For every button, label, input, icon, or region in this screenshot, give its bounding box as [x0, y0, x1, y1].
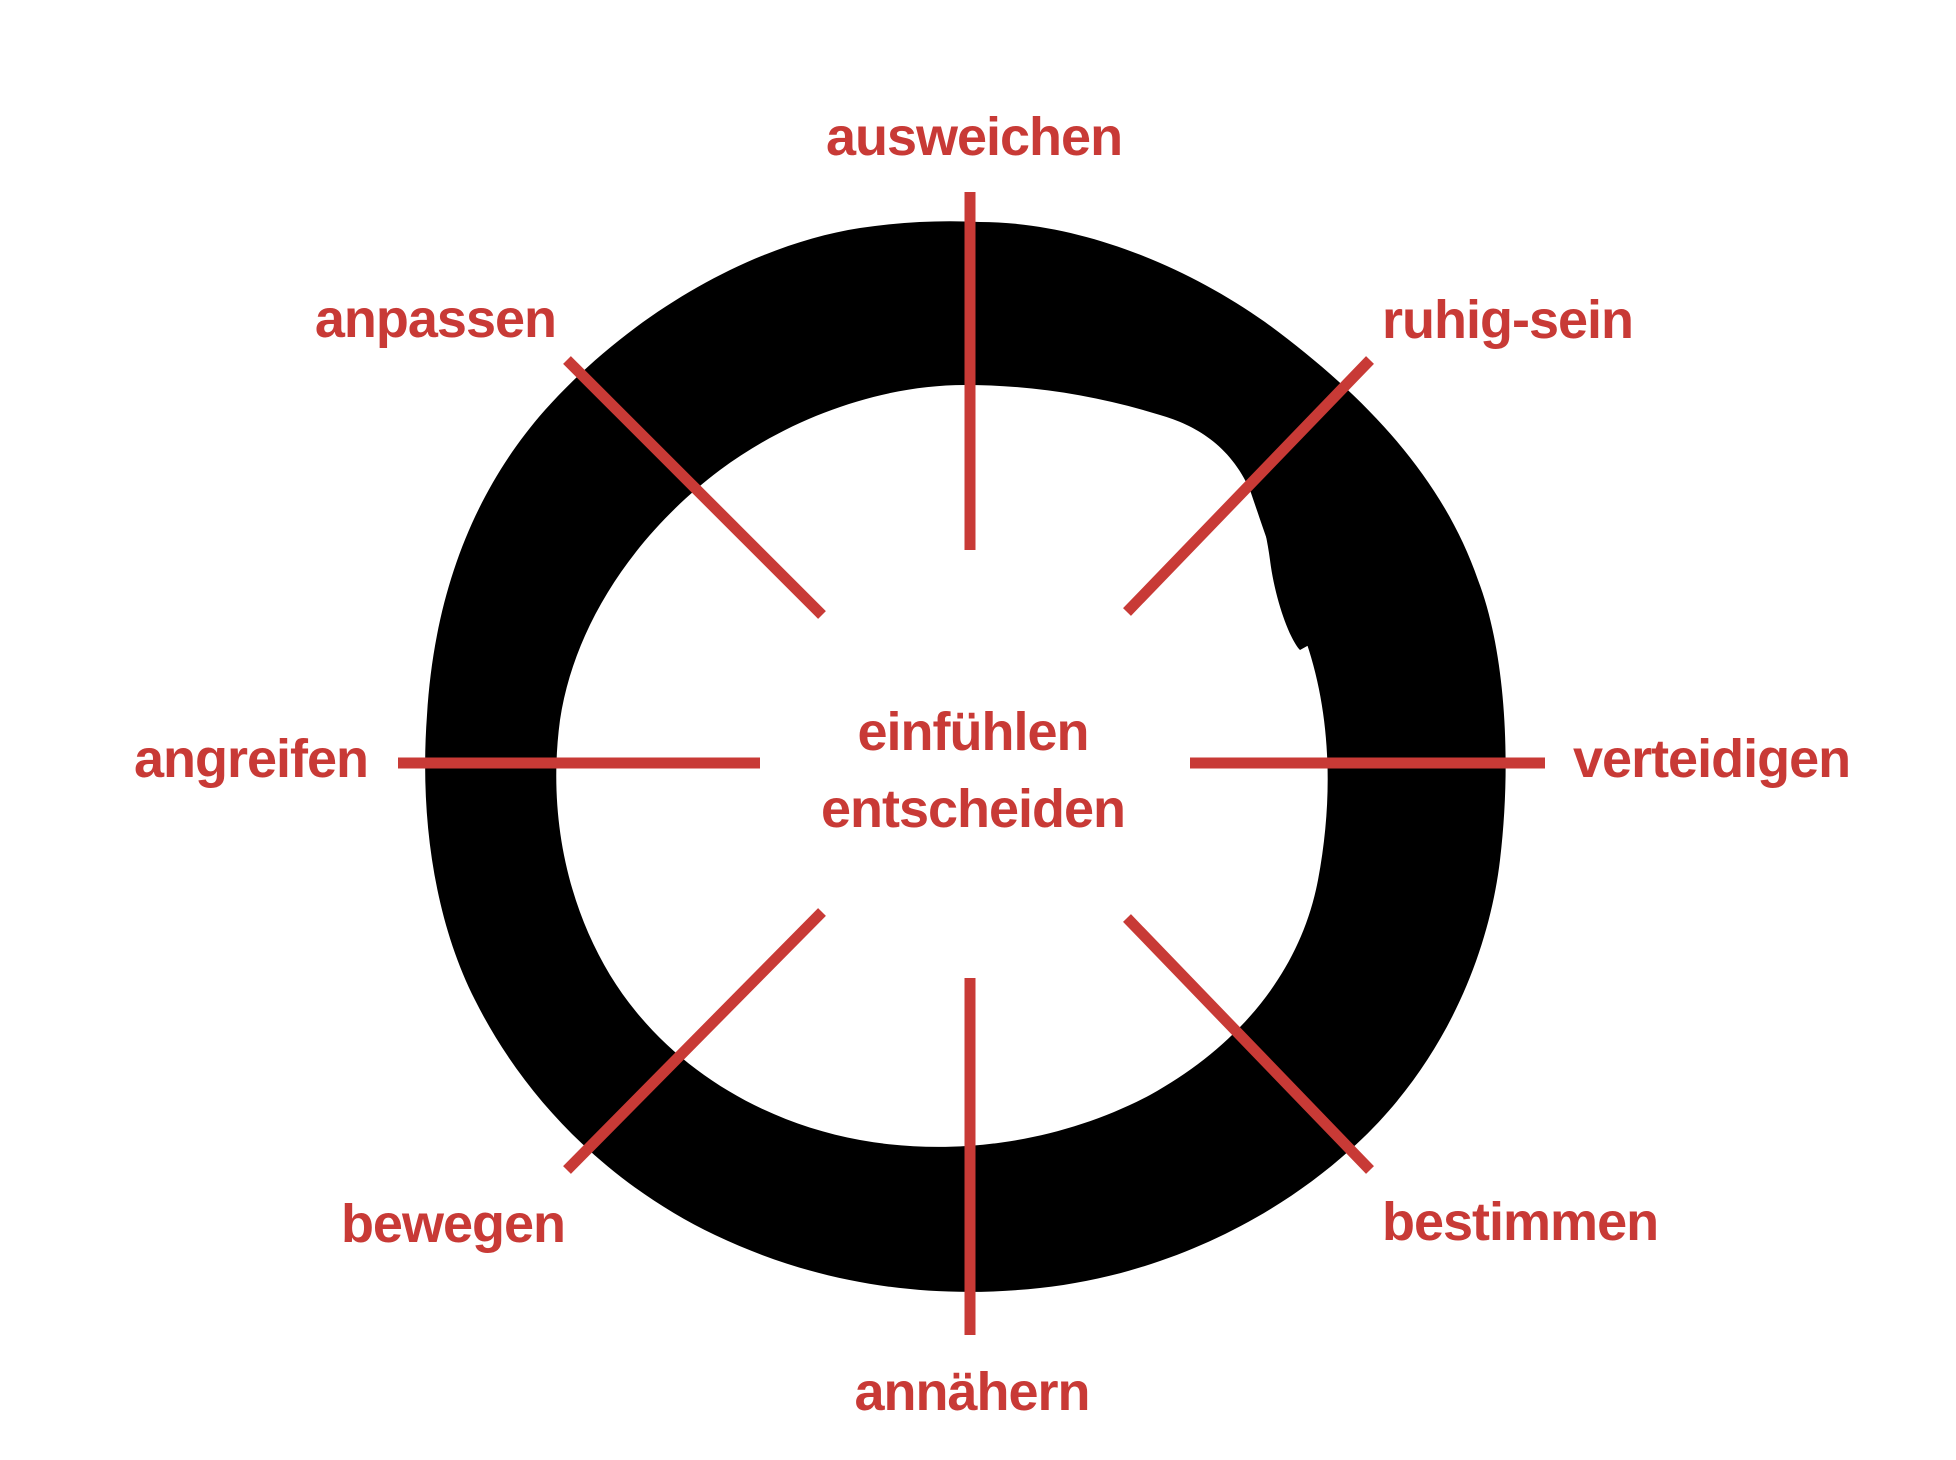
label-anpassen: anpassen: [315, 289, 556, 349]
spoke-line-top-left: [563, 356, 826, 619]
label-ruhig-sein: ruhig-sein: [1382, 290, 1633, 350]
label-angreifen: angreifen: [134, 729, 368, 789]
label-verteidigen: verteidigen: [1573, 729, 1850, 789]
spoke-lines: [398, 192, 1545, 1335]
center-text: einfühlen entscheiden: [821, 702, 1126, 839]
label-annaehern: annähern: [854, 1362, 1089, 1422]
spoke-line-top-right: [1123, 356, 1374, 616]
spoke-line-bottom-right: [1123, 914, 1374, 1174]
label-bestimmen: bestimmen: [1382, 1192, 1658, 1252]
center-line-entscheiden: entscheiden: [821, 779, 1125, 839]
label-ausweichen: ausweichen: [826, 107, 1122, 167]
spoke-line-bottom-left: [563, 908, 826, 1174]
spoke-labels: ausweichen ruhig-sein verteidigen bestim…: [134, 107, 1851, 1422]
center-line-einfuehlen: einfühlen: [858, 702, 1089, 762]
enso-ink-detail: [1195, 420, 1318, 650]
label-bewegen: bewegen: [341, 1194, 565, 1254]
